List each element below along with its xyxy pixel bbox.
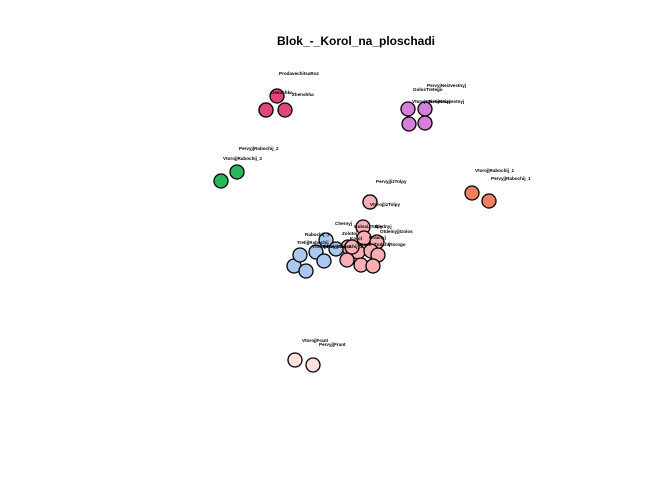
nodes-layer [213, 88, 497, 373]
graph-node-g1-b [277, 102, 293, 118]
graph-node-vtoroj-neizv [401, 116, 417, 132]
graph-node-pervyj-rab-2 [229, 164, 245, 180]
graph-node-vtoroj-rab-1 [464, 185, 480, 201]
graph-title: Blok_-_Korol_na_ploschadi [277, 34, 435, 48]
node-label-pervyj-frant: Pervyj|Frant [319, 342, 346, 347]
node-label-g5-d: Korol [350, 236, 362, 241]
graph-node-g6-a [328, 241, 344, 257]
graph-node-g5-d [339, 252, 355, 268]
graph-node-g1-c [258, 102, 274, 118]
node-label-g1-a: Devushka [271, 90, 293, 95]
graph-node-pervyj-frant [305, 357, 321, 373]
node-label-g2-d: TretijNeizvestnyj [428, 99, 464, 104]
graph-node-g6-e [292, 247, 308, 263]
graph-node-vtoroj-tolpy [362, 194, 378, 210]
graph-node-prodavets [269, 88, 285, 104]
node-label-g6-a: Vtoroj|Rabochij_3 [312, 244, 352, 249]
node-label-chernyj: Chernyj [335, 221, 352, 226]
graph-node-g6-d [298, 263, 314, 279]
graph-node-rabochij [318, 232, 334, 248]
graph-node-vtoroj-rab-2 [213, 173, 229, 189]
node-label-prodavets: ProdavechitsaRoz [279, 71, 320, 76]
node-label-g5-a: Blednyj [375, 224, 392, 229]
node-label-zolotoj: Zolotoj [342, 231, 357, 236]
graph-node-vtoroj-frant [287, 352, 303, 368]
node-label-g5-f: Zodchij [374, 242, 390, 247]
node-label-vtoroj-rab-1: Vtoroj|Rabochij_1 [475, 168, 515, 173]
node-label-rabochij: Rabochij_3 [305, 232, 330, 237]
graph-node-g6-b [316, 253, 332, 269]
node-label-g1-b: Zhenshha [292, 92, 314, 97]
graph-node-golos-tretego [400, 101, 416, 117]
node-label-vtoroj-neizv: VtorojNeizvestnyj [412, 99, 451, 104]
graph-node-pervyj-neizv [417, 101, 433, 117]
node-label-pervyj-rab-2: Pervyj|Rabochij_2 [239, 146, 279, 151]
graph-node-g5-g [344, 239, 360, 255]
node-label-tretij-rab: Tretij|Rabochij [297, 240, 329, 245]
node-label-g5-e: Doch [360, 242, 372, 247]
graph-node-g5-f [365, 258, 381, 274]
node-label-g5-c: Vtorogo [388, 242, 406, 247]
node-label-golos-tretego: GolosTretego [413, 87, 443, 92]
node-label-g6-b: Pervyj|Rabochij_3 [323, 244, 363, 249]
node-label-otdelnyj-golos: Otdelnyj|Golos [380, 229, 413, 234]
graph-node-pervyj-rab-1 [481, 193, 497, 209]
node-label-pervyj-tolpy: Pervyj|izTolpy [376, 179, 407, 184]
node-label-golos-tolpy: GolosizTolpy [354, 224, 383, 229]
node-label-pervyj-rab-1: Pervyj|Rabochij_1 [491, 176, 531, 181]
node-label-g5-b: Krasnyj [369, 235, 386, 240]
node-label-vtoroj-frant: Vtoroj|Frant [302, 338, 329, 343]
node-label-vtoroj-tolpy: Vtoroj|izTolpy [370, 202, 400, 207]
node-label-pervyj-neizv: PervyjNeizvestnyj [427, 83, 466, 88]
graph-node-g2-d [417, 115, 433, 131]
node-label-vtoroj-rab-2: Vtoroj|Rabochij_2 [223, 156, 263, 161]
